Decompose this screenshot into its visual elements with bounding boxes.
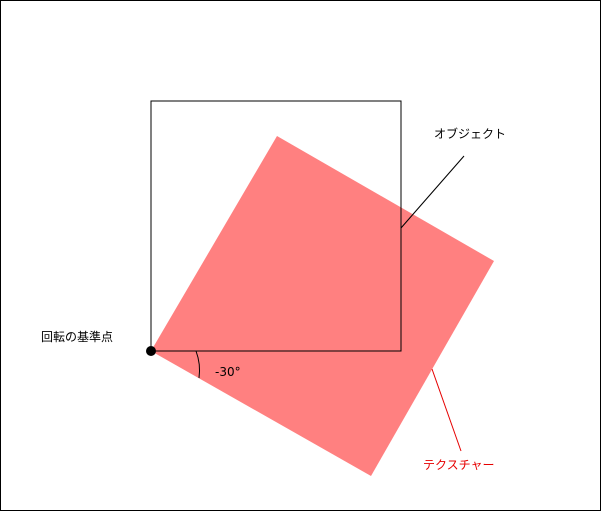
texture-rect [151,136,494,476]
angle-arc [195,350,200,379]
texture-label: テクスチャー [423,458,495,472]
pivot-point [146,346,156,356]
angle-label: -30° [215,365,241,379]
object-leader-line [400,155,465,229]
texture-leader-line [431,368,462,452]
object-label: オブジェクト [434,126,506,141]
pivot-label: 回転の基準点 [41,329,113,344]
object-rect [150,100,402,352]
